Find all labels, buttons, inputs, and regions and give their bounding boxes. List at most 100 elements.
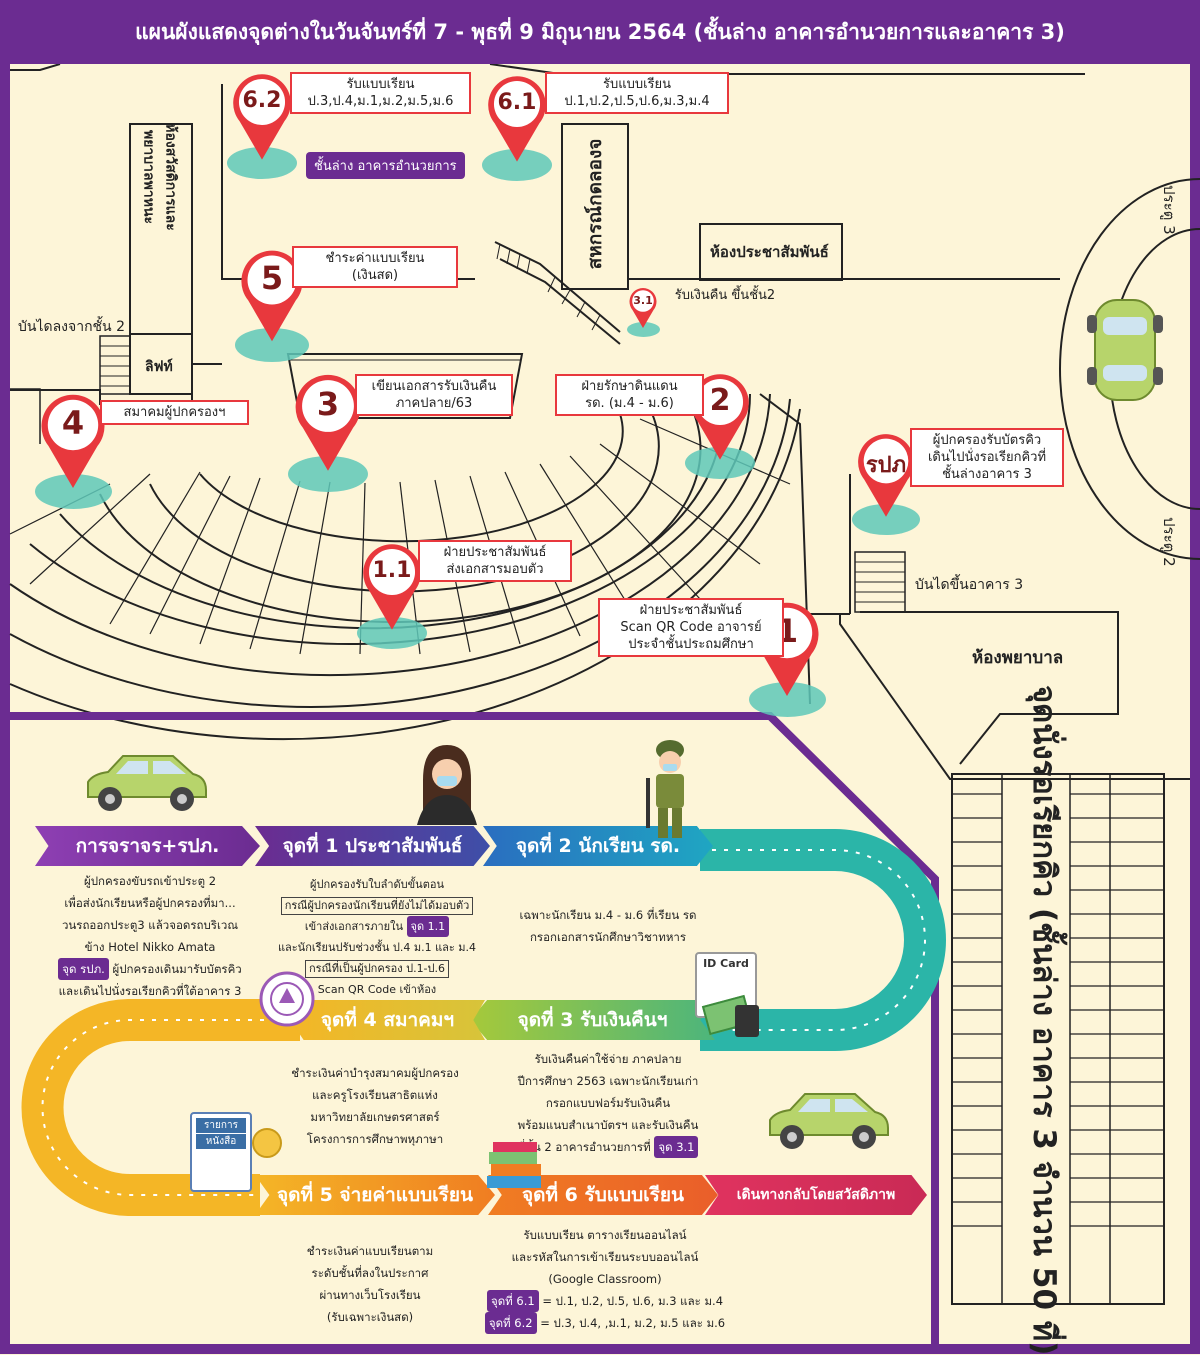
s3-tag: จุด 3.1 — [654, 1136, 699, 1158]
pin-number-p11: 1.1 — [372, 557, 412, 583]
pin-label-p1: ฝ่ายประชาสัมพันธ์ Scan QR Code อาจารย์ประ… — [598, 598, 784, 657]
school-seal-icon — [259, 971, 315, 1027]
s1-line-6: Scan QR Code เข้าห้อง — [317, 983, 437, 996]
books-stack-icon — [487, 1142, 541, 1188]
s3-line-4: พร้อมแนบสำเนาบัตรฯ และรับเงินคืน — [517, 1118, 699, 1132]
pin-text-p11-line2: ส่งเอกสารมอบตัว — [446, 562, 544, 577]
frame-left — [0, 64, 10, 1354]
step-2-label: จุดที่ 2 นักเรียน รด. — [515, 835, 681, 857]
step-end-banner: เดินทางกลับโดยสวัสดิภาพ — [705, 1175, 927, 1215]
step-4-banner: จุดที่ 4 สมาคมฯ — [290, 1000, 485, 1040]
nurse-room-label: ห้องพยาบาล — [972, 648, 1064, 668]
traffic-line-6: และเดินไปนั่งรอเรียกคิวที่ใต้อาคาร 3 — [58, 984, 242, 998]
step-1-description: ผู้ปกครองรับใบลำดับขั้นตอน กรณีผู้ปกครอง… — [262, 874, 492, 1000]
stair-up-label: บันไดขึ้นอาคาร 3 — [915, 577, 1024, 593]
step-5-label: จุดที่ 5 จ่ายค่าแบบเรียน — [277, 1184, 473, 1206]
pin-text-prp-line1: ผู้ปกครองรับบัตรคิว — [932, 433, 1042, 448]
receptionist-icon — [417, 745, 477, 825]
s5-line-1: ชำระเงินค่าแบบเรียนตาม — [306, 1244, 434, 1258]
step-traffic-label: การจราจร+รปภ. — [75, 835, 220, 857]
s3-line-3: กรอกแบบฟอร์มรับเงินคืน — [545, 1096, 671, 1110]
pin-text-p4-line1: สมาคมผู้ปกครองฯ — [123, 405, 226, 420]
map-pin-icon — [241, 250, 303, 342]
calculator-icon — [735, 1005, 759, 1037]
pin-text-p62-line2: ป.3,ป.4,ม.1,ม.2,ม.5,ม.6 — [307, 94, 454, 109]
step-2-description: เฉพาะนักเรียน ม.4 - ม.6 ที่เรียน รด กรอก… — [488, 904, 728, 948]
traffic-line-5: ผู้ปกครองเดินมารับบัตรคิว — [112, 962, 242, 976]
s3-line-2: ปีการศึกษา 2563 เฉพาะนักเรียนเก่า — [517, 1074, 699, 1088]
pin-text-p1-line2: Scan QR Code อาจารย์ — [620, 620, 762, 635]
pin-text-p1-line3: ประจำชั้นประถมศึกษา — [628, 637, 754, 652]
traffic-line-2: เพื่อส่งนักเรียนหรือผู้ปกครองที่มา... — [64, 896, 236, 910]
book-list-icon: รายการ หนังสือ — [190, 1112, 252, 1192]
s5-line-4: (รับเฉพาะเงินสด) — [326, 1310, 414, 1324]
traffic-tag: จุด รปภ. — [58, 958, 109, 980]
pin-number-p5: 5 — [260, 259, 284, 298]
floor-plan — [9, 64, 1200, 1354]
s3-line-1: รับเงินคืนค่าใช้จ่าย ภาคปลาย — [534, 1052, 682, 1066]
traffic-line-4: ข้าง Hotel Nikko Amata — [84, 940, 216, 954]
s6-text-1: = ป.1, ป.2, ป.5, ป.6, ม.3 และ ม.4 — [542, 1294, 724, 1308]
s4-line-2: และครูโรงเรียนสาธิตแห่ง — [312, 1088, 438, 1102]
pin-text-p1-line1: ฝ่ายประชาสัมพันธ์ — [639, 603, 743, 618]
s5-line-3: ผ่านทางเว็บโรงเรียน — [319, 1288, 421, 1302]
pin-text-p5-line2: (เงินสด) — [351, 268, 399, 283]
pin-number-p2: 2 — [709, 382, 731, 418]
s6-tag-2: จุดที่ 6.2 — [484, 1312, 537, 1334]
pin-number-p31: 3.1 — [633, 293, 653, 307]
s1-line-5: กรณีที่เป็นผู้ปกครอง ป.1-ป.6 — [304, 960, 450, 978]
s6-line-1: รับแบบเรียน ตารางเรียนออนไลน์ — [523, 1228, 687, 1242]
s4-line-3: มหาวิทยาลัยเกษตรศาสตร์ — [310, 1110, 440, 1124]
pin-label-p5: ชำระค่าแบบเรียน (เงินสด) — [292, 246, 458, 288]
map-pin-icon — [858, 434, 914, 517]
s6-text-2: = ป.3, ป.4, ,ม.1, ม.2, ม.5 และ ม.6 — [540, 1316, 726, 1330]
step-5-banner: จุดที่ 5 จ่ายค่าแบบเรียน — [255, 1175, 495, 1215]
s6-line-3: (Google Classroom) — [548, 1272, 662, 1286]
step-2-banner: จุดที่ 2 นักเรียน รด. — [483, 826, 713, 866]
car-icon — [1087, 299, 1163, 401]
s1-line-1: ผู้ปกครองรับใบลำดับขั้นตอน — [310, 878, 444, 891]
s4-line-1: ชำระเงินค่าบำรุงสมาคมผู้ปกครอง — [291, 1066, 459, 1080]
s6-line-2: และรหัสในการเข้าเรียนระบบออนไลน์ — [511, 1250, 699, 1264]
map-pin-icon — [691, 374, 749, 460]
traffic-description: ผู้ปกครองขับรถเข้าประตู 2 เพื่อส่งนักเรี… — [40, 870, 260, 1002]
pin-label-prp: ผู้ปกครองรับบัตรคิวเดินไปนั่งรอเรียกคิวท… — [910, 428, 1064, 487]
s1-tag: จุด 1.1 — [406, 916, 450, 937]
step-1-label: จุดที่ 1 ประชาสัมพันธ์ — [282, 835, 463, 857]
step-3-label: จุดที่ 3 รับเงินคืนฯ — [517, 1009, 668, 1031]
s3-line-5: ที่ชั้น 2 อาคารอำนวยการที่ — [517, 1140, 651, 1154]
map-pin-icon — [295, 374, 361, 471]
pin-text-p3-line1: เขียนเอกสารรับเงินคืน — [371, 379, 497, 394]
pin-text-p61-line2: ป.1,ป.2,ป.5,ป.6,ม.3,ม.4 — [564, 94, 710, 109]
s4-line-4: โครงการการศึกษาพหุภาษา — [306, 1132, 444, 1146]
car-icon — [769, 1093, 889, 1149]
book-list-label-1: รายการ — [196, 1118, 246, 1133]
pin-label-p3: เขียนเอกสารรับเงินคืนภาคปลาย/63 — [355, 374, 513, 416]
pin-text-p31-line1: รับเงินคืน ขึ้นชั้น2 — [674, 288, 776, 303]
car-icon — [87, 755, 207, 811]
pr-room-label: ห้องประชาสัมพันธ์ — [710, 243, 829, 261]
pin-text-prp-line2: เดินไปนั่งรอเรียกคิวที่ — [927, 450, 1047, 465]
pin-label-p11: ฝ่ายประชาสัมพันธ์ส่งเอกสารมอบตัว — [418, 540, 572, 582]
pin-text-p11-line1: ฝ่ายประชาสัมพันธ์ — [443, 545, 547, 560]
step-3-banner: จุดที่ 3 รับเงินคืนฯ — [470, 1000, 715, 1040]
s2-line-2: กรอกเอกสารนักศึกษาวิชาทหาร — [529, 930, 687, 944]
map-pin-icon — [629, 288, 657, 328]
pin-text-p2-line2: รด. (ม.4 - ม.6) — [585, 396, 674, 411]
step-1-banner: จุดที่ 1 ประชาสัมพันธ์ — [255, 826, 490, 866]
step-5-description: ชำระเงินค่าแบบเรียนตาม ระดับชั้นที่ลงในป… — [270, 1240, 470, 1328]
pin-text-p5-line1: ชำระค่าแบบเรียน — [325, 251, 425, 266]
map-pin-icon — [41, 394, 105, 488]
step-6-label: จุดที่ 6 รับแบบเรียน — [522, 1184, 684, 1206]
pin-number-p4: 4 — [61, 404, 85, 443]
pin-text-p61-line1: รับแบบเรียน — [602, 77, 672, 92]
frame-bottom — [0, 1344, 1200, 1354]
lift-label: ลิฟท์ — [145, 359, 173, 375]
pin-number-p62: 6.2 — [242, 87, 282, 113]
traffic-line-1: ผู้ปกครองขับรถเข้าประตู 2 — [83, 874, 217, 888]
id-card-label: ID Card — [703, 957, 749, 970]
stair-down-label: บันไดลงจากชั้น 2 — [18, 319, 125, 335]
page-title: แผนผังแสดงจุดต่างในวันจันทร์ที่ 7 - พุธท… — [0, 0, 1200, 64]
pin-number-p61: 6.1 — [497, 89, 537, 115]
